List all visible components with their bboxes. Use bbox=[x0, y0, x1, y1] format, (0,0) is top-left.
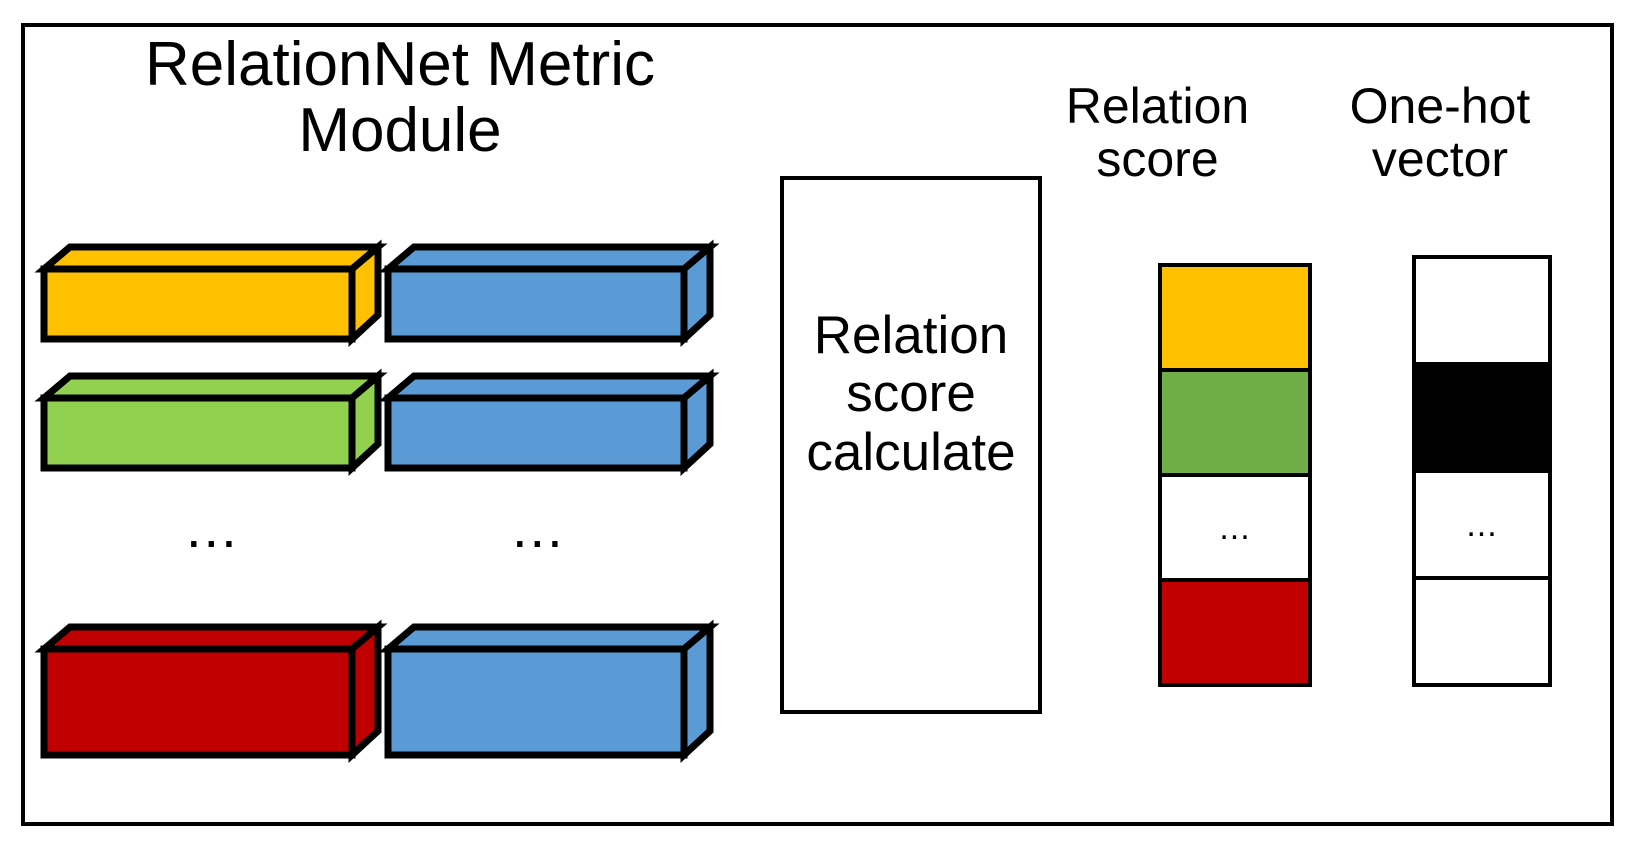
page-title: RelationNet Metric Module bbox=[145, 30, 655, 165]
query-bar-blue-1 bbox=[378, 239, 720, 347]
bar-front-face bbox=[40, 265, 356, 343]
bar-side-face bbox=[680, 619, 714, 763]
onehot-cell-empty-1 bbox=[1416, 259, 1548, 362]
onehot-cell-ellipsis-text: ... bbox=[1466, 505, 1498, 544]
bar-front-face bbox=[40, 645, 356, 759]
bar-front-face bbox=[384, 265, 688, 343]
bar-front-face bbox=[40, 394, 356, 472]
score-cell-ellipsis: ... bbox=[1162, 473, 1308, 578]
relation-score-calculate-box bbox=[780, 176, 1042, 714]
score-cell-green bbox=[1162, 368, 1308, 473]
onehot-cell-empty-2 bbox=[1416, 576, 1548, 683]
right-column-ellipsis: ... bbox=[512, 496, 565, 559]
onehot-cell-ellipsis: ... bbox=[1416, 469, 1548, 576]
score-cell-yellow bbox=[1162, 267, 1308, 368]
query-bar-blue-3 bbox=[378, 619, 720, 763]
feature-bar-yellow bbox=[34, 239, 388, 347]
feature-bar-green bbox=[34, 368, 388, 476]
one-hot-vector: ... bbox=[1412, 255, 1552, 687]
left-column-ellipsis: ... bbox=[186, 496, 239, 559]
bar-front-face bbox=[384, 394, 688, 472]
one-hot-column-title: One-hot vector bbox=[1349, 78, 1531, 187]
relation-score-column-title: Relation score bbox=[1065, 78, 1250, 187]
relation-score-vector: ... bbox=[1158, 263, 1312, 687]
query-bar-blue-2 bbox=[378, 368, 720, 476]
feature-bar-red bbox=[34, 619, 388, 763]
bar-side-face bbox=[348, 619, 382, 763]
score-cell-red bbox=[1162, 578, 1308, 683]
score-cell-ellipsis-text: ... bbox=[1219, 508, 1251, 547]
relation-score-calculate-label: Relation score calculate bbox=[806, 306, 1016, 482]
onehot-cell-active bbox=[1416, 362, 1548, 469]
bar-front-face bbox=[384, 645, 688, 759]
